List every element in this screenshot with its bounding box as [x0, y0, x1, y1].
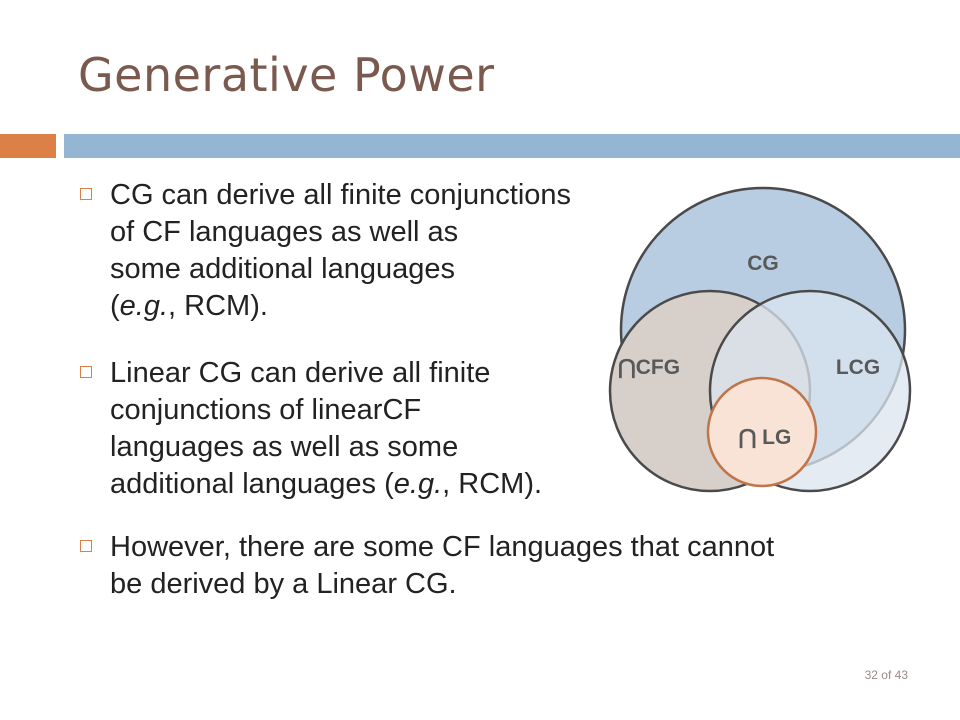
cfg-label: ⋂CFG	[618, 356, 680, 379]
venn-diagram: CG ⋂CFG LCG ⋂ LG	[608, 186, 912, 493]
eg-abbreviation: e.g.	[393, 468, 443, 500]
square-bullet-icon	[80, 366, 92, 378]
lg-label: ⋂ LG	[739, 426, 792, 449]
bullet-3-line-2: be derived by a Linear CG.	[110, 568, 457, 600]
title-accent-bar	[0, 134, 56, 158]
square-bullet-icon	[80, 188, 92, 200]
slide-title: Generative Power	[78, 48, 495, 102]
bullet-2-line-3: languages as well as some	[110, 431, 459, 463]
square-bullet-icon	[80, 540, 92, 552]
bullet-2: Linear CG can derive all finite conjunct…	[80, 355, 543, 503]
bullet-3: However, there are some CF languages tha…	[80, 529, 775, 603]
lcg-label: LCG	[836, 356, 880, 379]
bullet-1-line-2: of CF languages as well as	[110, 216, 459, 248]
bullet-1-line-4: (e.g., RCM).	[110, 290, 268, 322]
bullet-2-line-2: conjunctions of linearCF	[110, 394, 422, 426]
bullet-1-line-1: CG can derive all finite conjunctions	[110, 179, 572, 211]
bullet-3-line-1: However, there are some CF languages tha…	[110, 531, 775, 563]
bullet-1-line-3: some additional languages	[110, 253, 456, 285]
lg-circle	[706, 376, 818, 488]
cg-label: CG	[747, 252, 779, 275]
eg-abbreviation: e.g.	[119, 290, 169, 322]
page-number: 32 of 43	[864, 668, 908, 682]
bullet-2-line-4: additional languages (e.g., RCM).	[110, 468, 543, 500]
title-rule-bar	[64, 134, 960, 158]
bullet-1: CG can derive all finite conjunctions of…	[80, 177, 572, 325]
bullet-2-line-1: Linear CG can derive all finite	[110, 357, 491, 389]
